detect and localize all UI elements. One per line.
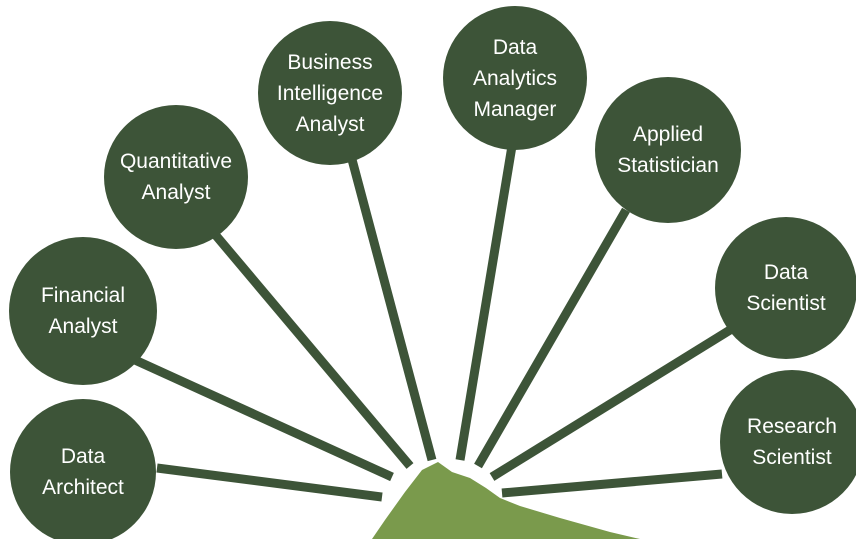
connector-business-intelligence-analyst [345,150,437,462]
connectors [133,145,733,502]
node-label-line: Analytics [472,66,558,90]
node-label-line: Business [287,50,373,74]
node-label-line: Scientist [752,446,832,469]
mountain-shape [372,462,640,539]
node-label-line: Research [747,415,837,438]
node-label-line: Analyst [295,112,365,136]
connector-quantitative-analyst [209,229,414,469]
connector-data-scientist [489,326,733,481]
node-label-line: Financial [40,284,126,307]
connector-data-architect [156,463,383,502]
node-label-line: Scientist [746,292,826,315]
connector-applied-statistician [474,207,630,469]
connector-data-analytics-manager [455,145,517,461]
node-label-line: Data [60,445,106,468]
connector-research-scientist [501,469,723,498]
node-label-line: Intelligence [276,81,384,105]
node-label-line: Manager [473,97,557,121]
node-label-line: Data [763,261,809,284]
connector-financial-analyst [133,355,394,482]
node-label-line: Applied [632,123,704,146]
node-label-line: Quantitative [119,150,233,173]
node-label-line: Data [492,35,538,59]
node-label-line: Analyst [141,181,211,204]
node-label-line: Statistician [617,154,719,177]
node-label-line: Analyst [48,315,118,338]
node-label-line: Architect [42,476,124,499]
